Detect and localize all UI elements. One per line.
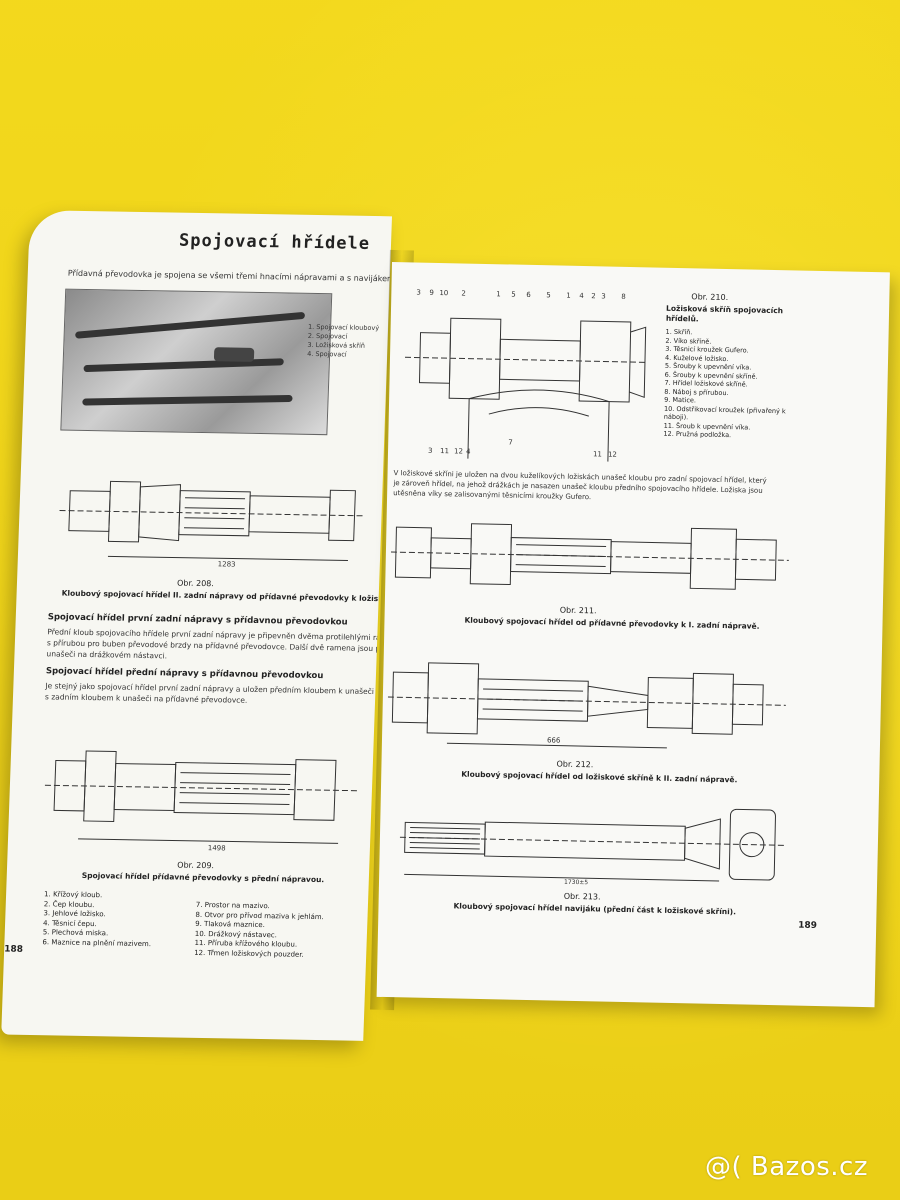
- svg-text:3: 3: [428, 447, 433, 455]
- figure-212-caption: Kloubový spojovací hřídel od ložiskové s…: [461, 769, 738, 785]
- figure-209-caption: Spojovací hřídel přídavné převodovky s p…: [81, 870, 325, 885]
- figure-213-number: Obr. 213.: [563, 891, 601, 902]
- figure-211-number: Obr. 211.: [559, 605, 597, 616]
- dim-1498: 1498: [208, 844, 226, 852]
- svg-text:7: 7: [508, 438, 513, 446]
- svg-text:3: 3: [601, 292, 606, 300]
- right-page: 3 9 10 2 1 5 6 5 1 4 2 3 8 3 11 12 4 7 1…: [376, 262, 890, 1008]
- shafts-photo: [60, 288, 333, 436]
- svg-text:2: 2: [461, 289, 466, 297]
- figure-210-drawing: 3 9 10 2 1 5 6 5 1 4 2 3 8 3 11 12 4 7 1…: [404, 289, 648, 462]
- photo-legend: 1. Spojovací kloubový 2. Spojovací 3. Lo…: [307, 322, 380, 359]
- svg-text:12: 12: [454, 447, 463, 455]
- dim-1730: 1730±5: [564, 879, 588, 887]
- svg-text:9: 9: [429, 289, 434, 297]
- section-2-text: Je stejný jako spojovací hřídel první za…: [44, 681, 375, 705]
- figure-213-caption: Kloubový spojovací hřídel navijáku (před…: [453, 901, 737, 917]
- figure-208-number: Obr. 208.: [176, 578, 215, 589]
- figure-208-caption: Kloubový spojovací hřídel II. zadní nápr…: [61, 588, 392, 604]
- section-1-text: Přední kloub spojovacího hřídele první z…: [46, 627, 392, 661]
- bazos-watermark: @( Bazos.cz: [705, 1152, 868, 1182]
- svg-text:1: 1: [566, 292, 571, 300]
- svg-text:5: 5: [546, 291, 551, 299]
- right-text: V ložiskové skříni je uložen na dvou kuž…: [393, 469, 767, 502]
- left-page-number: 188: [3, 944, 24, 955]
- svg-text:5: 5: [511, 291, 516, 299]
- section-1-heading: Spojovací hřídel první zadní nápravy s p…: [47, 612, 348, 628]
- intro-text: Přídavná převodovka je spojena se všemi …: [67, 268, 392, 285]
- svg-text:1: 1: [496, 290, 501, 298]
- page-title: Spojovací hřídele: [178, 230, 371, 254]
- figure-209-number: Obr. 209.: [177, 860, 215, 871]
- legend-right-column: 7. Prostor na mazivo. 8. Otvor pro přívo…: [194, 900, 325, 959]
- figure-210-legend: 1. Skříň. 2. Víko skříně. 3. Těsnicí kro…: [663, 327, 786, 440]
- svg-text:10: 10: [439, 289, 448, 297]
- svg-text:2: 2: [591, 292, 596, 300]
- figure-213-drawing: 1730±5: [399, 808, 785, 887]
- dim-1283: 1283: [218, 560, 236, 568]
- figure-212-drawing: 666: [387, 662, 786, 749]
- svg-text:8: 8: [621, 293, 626, 301]
- svg-text:4: 4: [466, 448, 471, 456]
- svg-text:11: 11: [593, 450, 602, 458]
- figure-211-caption: Kloubový spojovací hřídel od přídavné př…: [464, 615, 760, 631]
- svg-text:6: 6: [526, 291, 531, 299]
- figure-210-title: Ložisková skříň spojovacích hřídelů.: [665, 303, 784, 324]
- figure-208-drawing: 1283: [59, 480, 365, 569]
- figure-211-drawing: [390, 523, 789, 590]
- svg-text:11: 11: [440, 447, 449, 455]
- left-page: Spojovací hřídele Přídavná převodovka je…: [1, 210, 392, 1041]
- section-2-heading: Spojovací hřídel přední nápravy s přídav…: [45, 666, 324, 682]
- svg-text:3: 3: [416, 289, 421, 297]
- right-page-number: 189: [798, 920, 818, 932]
- svg-text:4: 4: [579, 292, 584, 300]
- svg-text:12: 12: [608, 451, 617, 459]
- figure-209-drawing: 1498: [44, 750, 360, 852]
- figure-210-number: Obr. 210.: [691, 292, 729, 303]
- legend-left-column: 1. Křížový kloub. 2. Čep kloubu. 3. Jehl…: [42, 890, 152, 948]
- dim-666: 666: [547, 736, 561, 744]
- figure-212-number: Obr. 212.: [556, 759, 594, 770]
